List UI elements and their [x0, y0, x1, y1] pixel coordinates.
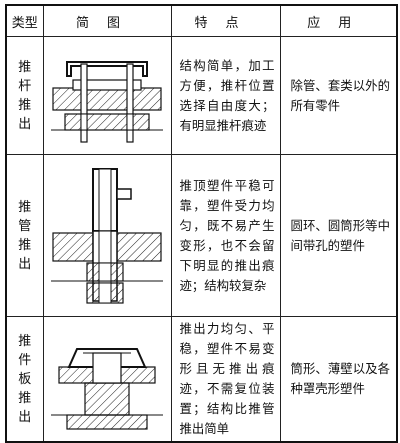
push-tube-drawing — [51, 167, 163, 304]
header-application: 应用 — [279, 4, 398, 37]
row-application: 除管、套类以外的所有零件 — [279, 36, 398, 155]
header-diagram: 简图 — [42, 4, 172, 37]
push-rod-diagram — [42, 36, 172, 155]
header-row: 类型 简图 特点 应用 — [5, 4, 398, 37]
table-row: 推 件 板 推 出 推出力均匀、平稳，塑件不易变形且无推出痕迹，不需复位装置；结… — [5, 316, 398, 443]
row-type: 推 杆 推 出 — [5, 36, 44, 155]
row-type: 推 管 推 出 — [5, 154, 44, 317]
push-plate-diagram — [42, 316, 172, 443]
row-type: 推 件 板 推 出 — [5, 316, 44, 443]
row-application: 圆环、圆筒形等中间带孔的塑件 — [279, 154, 398, 317]
header-features: 特点 — [170, 4, 281, 37]
row-features: 结构简单，加工方便，推杆位置选择自由度大；有明显推杆痕迹 — [170, 36, 281, 155]
row-features: 推顶塑件平稳可靠，塑件受力均匀，既不易产生变形，也不会留下明显的推出痕迹；结构较… — [170, 154, 281, 317]
table-row: 推 杆 推 出 结构简单，加工方便，推杆位置选择自由度大；有明显 — [5, 36, 398, 155]
header-type: 类型 — [5, 4, 44, 37]
push-tube-diagram — [42, 154, 172, 317]
push-plate-drawing — [51, 348, 163, 430]
push-rod-drawing — [51, 60, 163, 143]
table-row: 推 管 推 出 推顶塑件平稳 — [5, 154, 398, 317]
row-application: 筒形、薄壁以及各种罩壳形塑件 — [279, 316, 398, 443]
ejection-types-table: 类型 简图 特点 应用 推 杆 推 出 — [5, 4, 398, 443]
row-features: 推出力均匀、平稳，塑件不易变形且无推出痕迹，不需复位装置；结构比推管推出简单 — [170, 316, 281, 443]
